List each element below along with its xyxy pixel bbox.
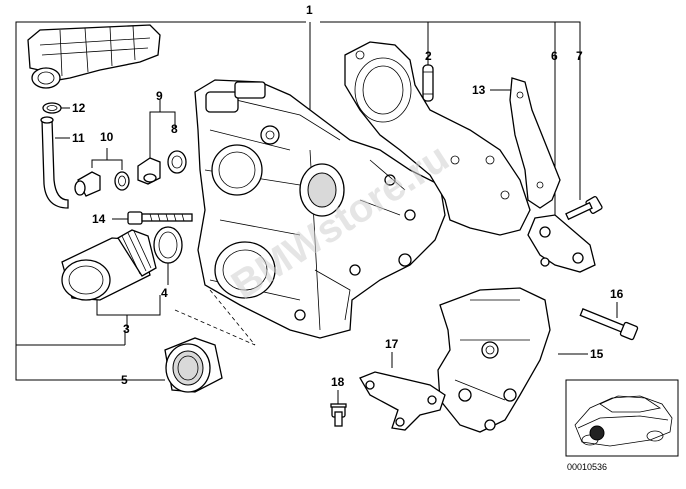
callout-15: 15: [590, 347, 604, 361]
callout-9: 9: [156, 89, 163, 103]
engine-bracket: [437, 287, 551, 433]
vent-hose: [40, 116, 69, 209]
callout-10: 10: [100, 130, 114, 144]
diagram-reference-number: 00010536: [567, 462, 607, 472]
pipe-sleeve: [61, 229, 157, 301]
timing-case-cover: [194, 79, 446, 339]
callout-7: 7: [576, 49, 583, 63]
callout-14: 14: [92, 212, 106, 226]
callout-12: 12: [72, 101, 86, 115]
callout-17: 17: [385, 337, 399, 351]
hex-bolt-7: [565, 196, 603, 221]
gasket-13: [509, 77, 561, 209]
car-locator-thumbnail: [565, 379, 679, 457]
screw-plug: [137, 150, 187, 185]
hose-fitting: [74, 171, 130, 197]
hex-bolt-18: [330, 403, 347, 427]
callout-3: 3: [123, 322, 130, 336]
callout-16: 16: [610, 287, 624, 301]
callout-5: 5: [121, 373, 128, 387]
shaft-seal: [164, 337, 223, 393]
callout-labels: 1 2 3 4 5 6 7 8 9 10 11 12 13 14 15 16 1…: [72, 3, 624, 389]
leader-lines: [15, 21, 618, 405]
o-ring-4: [153, 226, 183, 264]
bracket-17: [359, 371, 446, 431]
gasket: [344, 41, 531, 236]
callout-11: 11: [72, 131, 85, 145]
bracket-6: [527, 214, 596, 273]
dowel-pin: [422, 64, 434, 102]
callout-13: 13: [472, 83, 486, 97]
location-marker-icon: [589, 425, 605, 441]
callout-1: 1: [306, 3, 313, 17]
callout-6: 6: [551, 49, 558, 63]
callout-2: 2: [425, 49, 432, 63]
intake-manifold: [27, 24, 161, 89]
hose-clamp: [42, 102, 62, 114]
hex-bolt-14: [127, 211, 193, 225]
callout-4: 4: [161, 286, 168, 300]
callout-8: 8: [171, 122, 178, 136]
callout-18: 18: [331, 375, 345, 389]
hex-bolt-16: [579, 308, 639, 341]
